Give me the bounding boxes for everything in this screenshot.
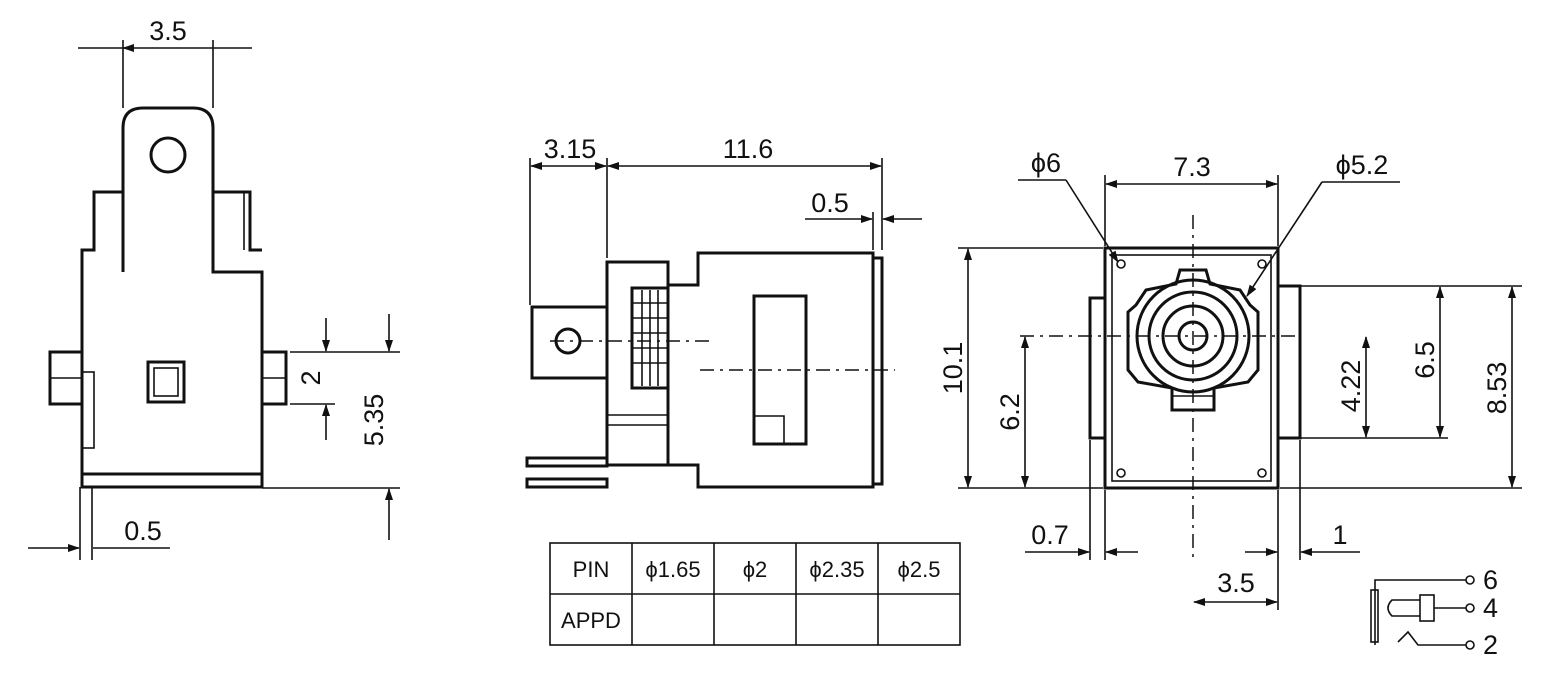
schematic-wire-2 xyxy=(1397,630,1466,646)
front-flange xyxy=(871,256,884,486)
dim-outer-dia: ϕ6 xyxy=(1031,148,1061,178)
table-row-label-appd: APPD xyxy=(561,608,621,633)
front-window-notch xyxy=(754,415,785,444)
terminal-4 xyxy=(1465,603,1475,613)
dim-pin-offset: 5.35 xyxy=(359,394,389,447)
table-header-cell: ϕ2 xyxy=(743,557,768,582)
dim-pin-span: 4.22 xyxy=(1336,360,1366,413)
dim-total-height: 8.53 xyxy=(1482,362,1512,415)
dim-center-height: 6.2 xyxy=(995,393,1025,431)
dim-tab-length: 3.15 xyxy=(544,134,597,164)
dim-top-width: 3.5 xyxy=(149,16,187,46)
pin-label-2: 2 xyxy=(1483,630,1498,660)
end-view: ϕ6 ϕ5.2 7.3 10.1 6.2 4.22 6.5 8.53 xyxy=(938,148,1522,610)
front-window xyxy=(752,294,808,446)
table-header-cell: ϕ2.35 xyxy=(809,557,864,582)
front-connector-block xyxy=(605,260,670,467)
table-header-cell: ϕ2.5 xyxy=(898,557,941,582)
schematic-wire-6 xyxy=(1374,579,1466,645)
side-view-outline xyxy=(80,106,264,489)
end-view-body xyxy=(1103,246,1280,490)
dim-side-span: 6.5 xyxy=(1410,341,1440,379)
dim-body-length: 11.6 xyxy=(723,134,774,164)
side-view-step xyxy=(213,190,262,252)
front-tab xyxy=(530,305,607,380)
terminal-6 xyxy=(1465,575,1475,585)
pin-label-4: 4 xyxy=(1483,593,1498,623)
mounting-hole xyxy=(149,136,187,174)
side-view-window-inner xyxy=(153,367,179,397)
side-view: 3.5 0.5 2 5.35 xyxy=(28,16,400,560)
front-contacts xyxy=(630,286,670,390)
pin-table: PIN APPD ϕ1.65 ϕ2 ϕ2.35 ϕ2.5 xyxy=(549,542,961,646)
dim-height: 10.1 xyxy=(938,342,968,395)
corner-mark xyxy=(1116,259,1126,269)
dim-bottom-offset: 0.5 xyxy=(124,516,162,546)
schematic-sleeve xyxy=(1370,589,1379,643)
table-row-label-pin: PIN xyxy=(573,557,610,582)
end-side-right xyxy=(1276,284,1302,440)
front-pin-upper xyxy=(525,456,609,468)
front-view: 3.15 11.6 0.5 xyxy=(525,134,922,489)
pin-label-6: 6 xyxy=(1483,565,1498,595)
side-view-left-strip xyxy=(81,371,95,449)
terminal-2 xyxy=(1465,640,1475,650)
schematic-body xyxy=(1419,594,1435,622)
dim-pin-height: 2 xyxy=(296,370,326,385)
schematic-tip xyxy=(1387,599,1420,617)
leader-line xyxy=(1246,181,1323,297)
dim-left-offset: 0.7 xyxy=(1031,520,1069,550)
jack-housing xyxy=(1126,268,1260,412)
end-side-left xyxy=(1088,296,1107,440)
leader-line xyxy=(1065,179,1119,263)
dim-right-offset: 1 xyxy=(1332,520,1347,550)
table-header-cell: ϕ1.65 xyxy=(645,557,700,582)
pin-schematic: 6 4 2 xyxy=(1370,565,1498,660)
corner-mark xyxy=(1116,468,1126,478)
corner-mark xyxy=(1257,468,1267,478)
side-view-window xyxy=(146,360,186,404)
front-pin-lower xyxy=(525,477,609,489)
dim-flange: 0.5 xyxy=(811,188,849,218)
corner-mark xyxy=(1257,259,1267,269)
end-view-body-inner xyxy=(1111,254,1272,482)
dim-inner-dia: ϕ5.2 xyxy=(1336,150,1389,180)
dim-pin-spacing: 3.5 xyxy=(1217,568,1255,598)
dim-width: 7.3 xyxy=(1173,152,1211,182)
